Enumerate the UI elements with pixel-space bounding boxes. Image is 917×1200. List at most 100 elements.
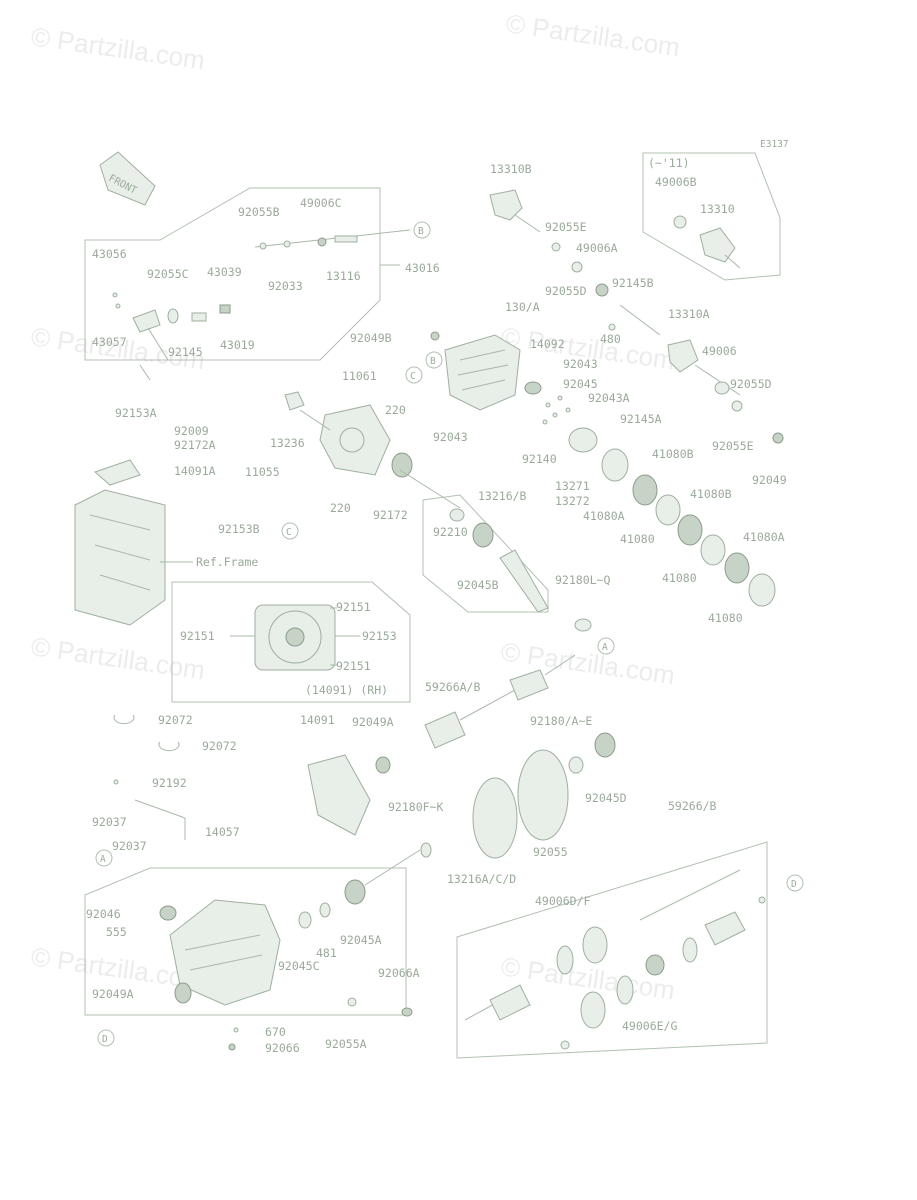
part-label: 92055D bbox=[730, 377, 772, 391]
part-label: 92037 bbox=[92, 815, 127, 829]
part-label: 92043 bbox=[433, 430, 468, 444]
rear-housing-group bbox=[84, 849, 421, 1051]
part-label: 92072 bbox=[158, 713, 193, 727]
part-label: 92066A bbox=[378, 966, 420, 980]
part-label: 481 bbox=[316, 946, 337, 960]
part-label: 92151 bbox=[180, 629, 215, 643]
part-label: 220 bbox=[330, 501, 351, 515]
callout-b: B bbox=[430, 356, 436, 367]
part-label: 13272 bbox=[555, 494, 590, 508]
part-label: 92037 bbox=[112, 839, 147, 853]
part-label: 59266/B bbox=[668, 799, 717, 813]
part-label: 43016 bbox=[405, 261, 440, 275]
part-label: 92045A bbox=[340, 933, 382, 947]
part-label: 92066 bbox=[265, 1041, 300, 1055]
part-label: 670 bbox=[265, 1025, 286, 1039]
part-label: 92055C bbox=[147, 267, 189, 281]
part-label: 14091 bbox=[300, 713, 335, 727]
part-label: 41080A bbox=[583, 509, 625, 523]
part-label: 92045 bbox=[563, 377, 598, 391]
part-label: 13310A bbox=[668, 307, 710, 321]
callout-b: B bbox=[418, 226, 424, 237]
part-label: 92055D bbox=[545, 284, 587, 298]
part-label: 41080A bbox=[743, 530, 785, 544]
part-label: 480 bbox=[600, 332, 621, 346]
part-label: 92009 bbox=[174, 424, 209, 438]
part-label: 220 bbox=[385, 403, 406, 417]
part-label: 92153 bbox=[362, 629, 397, 643]
part-label: 14091A bbox=[174, 464, 216, 478]
pinion-gear-upper bbox=[489, 189, 784, 444]
ref-frame-label: Ref.Frame bbox=[196, 555, 258, 569]
part-label: 49006 bbox=[702, 344, 737, 358]
part-label: 92033 bbox=[268, 279, 303, 293]
part-label: 13236 bbox=[270, 436, 305, 450]
part-label: 92172A bbox=[174, 438, 216, 452]
part-label: 92180L~Q bbox=[555, 573, 610, 587]
part-label: 92055B bbox=[238, 205, 280, 219]
part-label: 14092 bbox=[530, 337, 565, 351]
part-label: 49006D/F bbox=[535, 894, 590, 908]
part-label: 59266A/B bbox=[425, 680, 480, 694]
part-label: 92043A bbox=[588, 391, 630, 405]
part-label: 92151 bbox=[336, 659, 371, 673]
part-label: 130/A bbox=[505, 300, 540, 314]
part-label: 43057 bbox=[92, 335, 127, 349]
part-label: 92049B bbox=[350, 331, 392, 345]
part-label: 92055E bbox=[545, 220, 587, 234]
part-label: 92180F~K bbox=[388, 800, 443, 814]
part-label: 92055A bbox=[325, 1037, 367, 1051]
part-label: 49006E/G bbox=[622, 1019, 677, 1033]
watermark: © Partzilla.com bbox=[29, 21, 207, 75]
axle-shaft-upper bbox=[424, 654, 616, 774]
group-caption: (14091) (RH) bbox=[305, 683, 388, 697]
part-label: 11055 bbox=[245, 465, 280, 479]
callout-c: C bbox=[286, 527, 292, 538]
part-label: 49006A bbox=[576, 241, 618, 255]
part-label: 92210 bbox=[433, 525, 468, 539]
part-label: 11061 bbox=[342, 369, 377, 383]
part-label: 92140 bbox=[522, 452, 557, 466]
callout-d: D bbox=[791, 879, 797, 890]
part-label: 92046 bbox=[86, 907, 121, 921]
part-label: 43056 bbox=[92, 247, 127, 261]
part-label: 49006B bbox=[655, 175, 697, 189]
part-label: 41080 bbox=[708, 611, 743, 625]
part-label: 13310 bbox=[700, 202, 735, 216]
part-label: 92145 bbox=[168, 345, 203, 359]
pinion-shaft-group bbox=[422, 494, 592, 632]
part-label: 41080 bbox=[620, 532, 655, 546]
part-label: 92151 bbox=[336, 600, 371, 614]
part-label: 92055E bbox=[712, 439, 754, 453]
part-label: 92172 bbox=[373, 508, 408, 522]
part-label: 92153A bbox=[115, 406, 157, 420]
part-label: 92192 bbox=[152, 776, 187, 790]
clutch-pack bbox=[542, 395, 776, 607]
part-label: 92043 bbox=[563, 357, 598, 371]
part-label: 13216A/C/D bbox=[447, 872, 516, 886]
part-label: 92072 bbox=[202, 739, 237, 753]
front-arrow-icon: FRONT bbox=[99, 151, 156, 206]
part-labels: 13310B 92055E 49006A 92055D 92145B 130/A… bbox=[86, 162, 787, 1055]
diagram-code: E3137 bbox=[760, 139, 789, 150]
part-label: 41080B bbox=[652, 447, 694, 461]
callout-a: A bbox=[602, 642, 608, 653]
callout-markers: B B C C A A D D bbox=[95, 221, 804, 1047]
part-label: 92045D bbox=[585, 791, 627, 805]
part-label: 92049A bbox=[92, 987, 134, 1001]
part-label: 92049A bbox=[352, 715, 394, 729]
part-label: 92153B bbox=[218, 522, 260, 536]
inset-title: (~'11) bbox=[648, 156, 690, 170]
shift-assembly-group bbox=[84, 187, 411, 381]
inset-early-model: (~'11) 49006B 13310 bbox=[642, 152, 781, 281]
callout-c: C bbox=[410, 371, 416, 382]
part-label: 13216/B bbox=[478, 489, 527, 503]
part-label: 49006C bbox=[300, 196, 342, 210]
part-label: 14057 bbox=[205, 825, 240, 839]
front-housing bbox=[430, 331, 542, 411]
watermark: © Partzilla.com bbox=[504, 8, 682, 62]
callout-a: A bbox=[100, 854, 106, 865]
part-label: 92145B bbox=[612, 276, 654, 290]
part-label: 92049 bbox=[752, 473, 787, 487]
part-label: 13310B bbox=[490, 162, 532, 176]
